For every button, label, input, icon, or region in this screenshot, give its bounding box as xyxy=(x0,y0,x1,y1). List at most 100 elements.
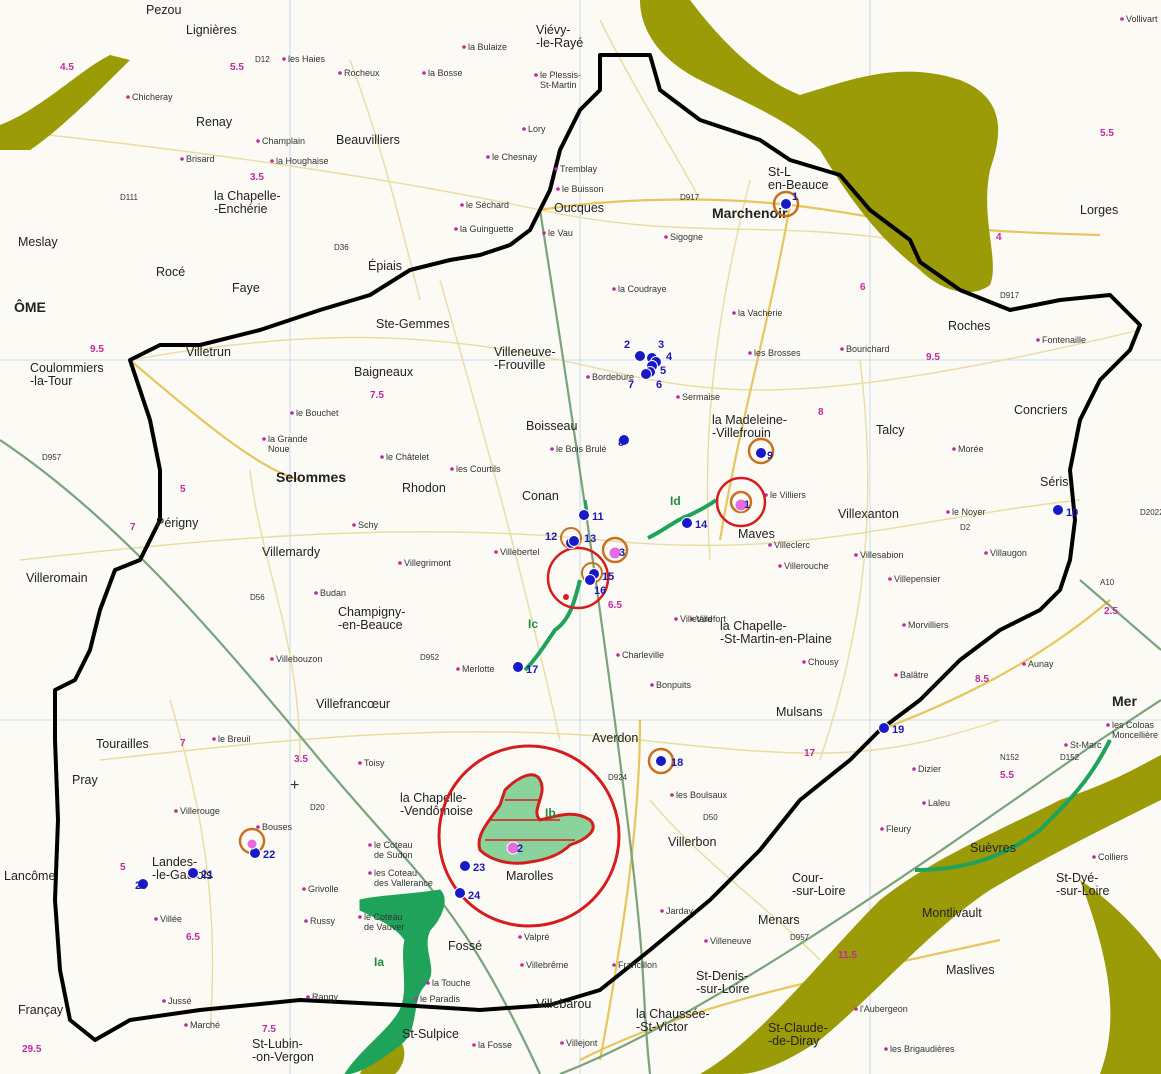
road-label: D917 xyxy=(680,193,700,202)
village-label: le Buisson xyxy=(562,184,604,194)
observation-point-1[interactable] xyxy=(780,198,792,210)
town-label-francay: Françay xyxy=(18,1003,64,1017)
village-label: Villebouzon xyxy=(276,654,322,664)
village-label: Tremblay xyxy=(560,164,598,174)
distance-label: 9.5 xyxy=(926,352,940,363)
village-label: Villepensier xyxy=(894,574,940,584)
village-label: le Vau xyxy=(548,228,573,238)
town-label-conan: Conan xyxy=(522,489,559,503)
village-marker xyxy=(840,347,844,351)
village-label: le Plessis-St-Martin xyxy=(540,70,581,90)
village-label: Marché xyxy=(190,1020,220,1030)
village-label: Charleville xyxy=(622,650,664,660)
village-marker xyxy=(884,1047,888,1051)
observation-point-23[interactable] xyxy=(459,860,471,872)
village-marker xyxy=(314,591,318,595)
village-marker xyxy=(358,915,362,919)
observation-point-9[interactable] xyxy=(755,447,767,459)
observation-point-10[interactable] xyxy=(1052,504,1064,516)
village-label: le Villiers xyxy=(770,490,806,500)
village-marker xyxy=(454,227,458,231)
observation-point-20[interactable] xyxy=(137,878,149,890)
observation-point-label: 7 xyxy=(628,379,634,391)
observation-point-2[interactable] xyxy=(634,350,646,362)
village-label: la Guinguette xyxy=(460,224,514,234)
observation-point-14[interactable] xyxy=(681,517,693,529)
observation-point-7[interactable] xyxy=(640,368,652,380)
village-label: Morvilliers xyxy=(908,620,949,630)
village-marker xyxy=(486,155,490,159)
village-marker xyxy=(462,45,466,49)
village-label: Bouses xyxy=(262,822,293,832)
village-marker xyxy=(946,510,950,514)
distance-labels: 4.5 5.5 3.5 9.5 7.5 6 8.5 5 7 8 4 6.5 17… xyxy=(22,62,1118,1055)
observation-point-24[interactable] xyxy=(454,887,466,899)
town-label-st-denis: St-Denis--sur-Loire xyxy=(696,969,750,996)
observation-point-18[interactable] xyxy=(655,755,667,767)
observation-point-13[interactable] xyxy=(568,535,580,547)
distance-label: 2.5 xyxy=(1104,606,1118,617)
pink-point xyxy=(506,841,520,855)
village-label: Villeneuve xyxy=(710,936,751,946)
town-label-rhodon: Rhodon xyxy=(402,481,446,495)
town-label-chapelle-encherie: la Chapelle--Enchérie xyxy=(214,189,281,216)
village-marker xyxy=(1092,855,1096,859)
village-marker xyxy=(154,917,158,921)
town-label-beauvilliers: Beauvilliers xyxy=(336,133,400,147)
village-marker xyxy=(612,963,616,967)
village-label: Schy xyxy=(358,520,379,530)
distance-label: 11.5 xyxy=(838,950,857,961)
village-label: Chousy xyxy=(808,657,839,667)
town-label-villetrun: Villetrun xyxy=(186,345,231,359)
village-marker xyxy=(262,437,266,441)
observation-point-label: 4 xyxy=(666,351,673,363)
town-label-coulommiers: Coulommiers-la-Tour xyxy=(30,361,104,388)
village-marker xyxy=(380,455,384,459)
town-label-lignieres: Lignières xyxy=(186,23,237,37)
observation-point-11[interactable] xyxy=(578,509,590,521)
observation-point-8[interactable] xyxy=(618,434,630,446)
village-marker xyxy=(854,1007,858,1011)
village-label: Rangy xyxy=(312,992,339,1002)
village-label: les Haies xyxy=(288,54,326,64)
village-marker xyxy=(126,95,130,99)
town-label-meslay: Meslay xyxy=(18,235,58,249)
distance-label: 5 xyxy=(120,862,126,873)
town-label-tourailles: Tourailles xyxy=(96,737,149,751)
town-label-perigny: Périgny xyxy=(156,516,199,530)
village-marker xyxy=(174,809,178,813)
ring-pink-1-inner xyxy=(729,490,753,514)
observation-point-16[interactable] xyxy=(584,574,596,586)
observation-point-19[interactable] xyxy=(878,722,890,734)
road-label: D957 xyxy=(42,453,62,462)
village-label: Bordebure xyxy=(592,372,634,382)
village-label: Bonpuits xyxy=(656,680,692,690)
town-label-maves: Maves xyxy=(738,527,775,541)
village-label: Lory xyxy=(528,124,546,134)
pink-point-label: 2 xyxy=(517,843,523,855)
observation-point-21[interactable] xyxy=(187,867,199,879)
town-label-fossé: Fossé xyxy=(448,939,482,953)
village-marker xyxy=(450,467,454,471)
distance-label: 6.5 xyxy=(186,932,200,943)
village-marker xyxy=(534,73,538,77)
village-marker xyxy=(398,561,402,565)
village-marker xyxy=(184,1023,188,1027)
town-label-madeleine: la Madeleine--Villefrouin xyxy=(712,413,787,440)
distance-label: 7 xyxy=(130,522,136,533)
village-marker xyxy=(270,657,274,661)
observation-point-label: 22 xyxy=(263,849,275,861)
village-label: Villebertel xyxy=(500,547,539,557)
village-label: le Séchard xyxy=(466,200,509,210)
observation-point-label: 11 xyxy=(592,511,604,523)
town-label-villexanton: Villexanton xyxy=(838,507,899,521)
zone-label-ic: Ic xyxy=(528,617,538,631)
village-label: la Fosse xyxy=(478,1040,512,1050)
observation-point-17[interactable] xyxy=(512,661,524,673)
village-marker xyxy=(984,551,988,555)
village-marker xyxy=(422,71,426,75)
